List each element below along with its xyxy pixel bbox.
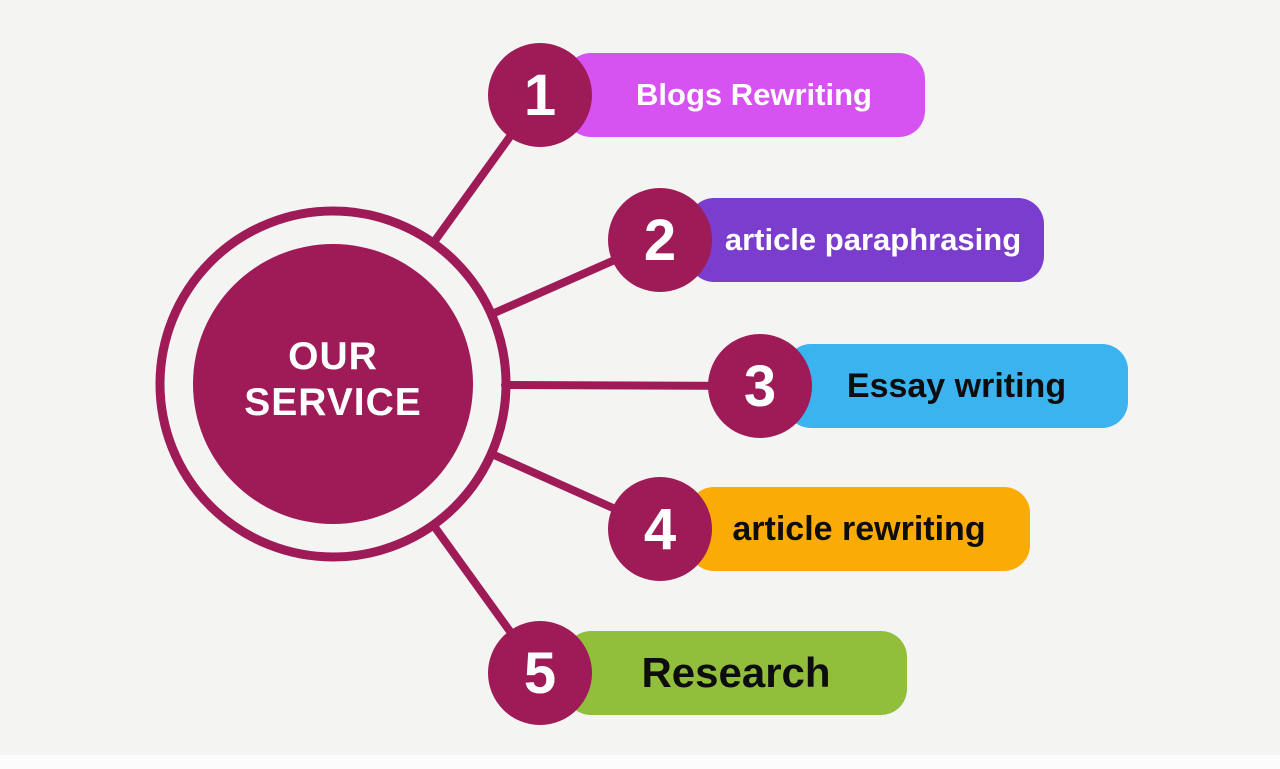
service-pill-blogs-rewriting: Blogs Rewriting [565, 53, 925, 137]
number-badge-3: 3 [708, 334, 812, 438]
service-pill-article-paraphrasing: article paraphrasing [688, 198, 1044, 282]
number-badge-2: 2 [608, 188, 712, 292]
bottom-white-strip [0, 755, 1280, 769]
number-badge-1: 1 [488, 43, 592, 147]
center-title-line1: OUR [288, 335, 378, 378]
center-outer-ring [155, 206, 511, 562]
center-title-line2: SERVICE [244, 381, 422, 425]
service-pill-article-rewriting: article rewriting [688, 487, 1030, 571]
center-title: OUR SERVICE [173, 334, 493, 426]
center-inner-circle [193, 244, 473, 524]
number-badge-4: 4 [608, 477, 712, 581]
service-pill-research: Research [565, 631, 907, 715]
number-badge-5: 5 [488, 621, 592, 725]
service-pill-essay-writing: Essay writing [785, 344, 1128, 428]
